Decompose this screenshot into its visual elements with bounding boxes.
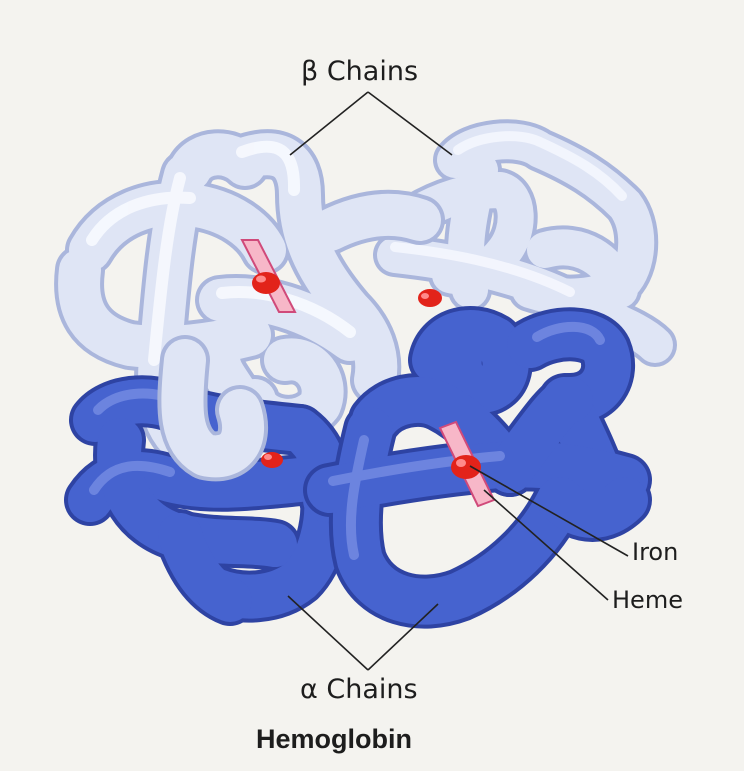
iron-label: Iron: [632, 538, 678, 566]
alpha-chains-label: α Chains: [300, 674, 418, 705]
beta-chains-label: β Chains: [301, 56, 418, 87]
figure-title: Hemoglobin: [256, 724, 412, 755]
heme-back: [418, 289, 442, 307]
heme-alpha-left: [261, 452, 283, 468]
beta-leader-left: [290, 92, 368, 155]
heme-label: Heme: [612, 586, 683, 614]
beta-leader-right: [368, 92, 452, 155]
alpha-leader-left: [288, 596, 368, 670]
